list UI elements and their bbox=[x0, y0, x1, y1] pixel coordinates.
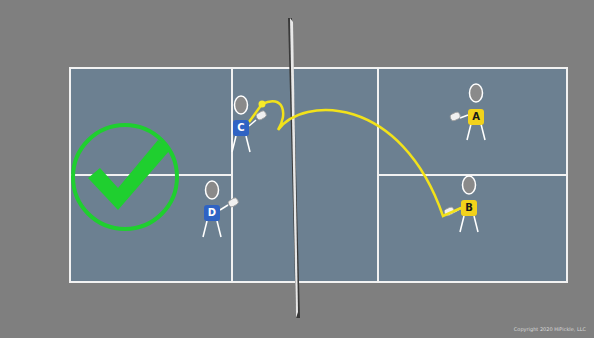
copyright-note: Copyright 2020 HiPickle, LLC bbox=[514, 326, 586, 332]
player-shirt: B bbox=[461, 200, 477, 216]
player-figures bbox=[203, 84, 485, 237]
player-letter: C bbox=[237, 123, 244, 133]
player-letter: A bbox=[472, 112, 480, 122]
player-letter: D bbox=[208, 208, 216, 218]
net bbox=[288, 18, 300, 318]
player-shirt: C bbox=[233, 120, 249, 136]
checkmark bbox=[73, 125, 177, 229]
ball bbox=[259, 101, 266, 108]
ball-trajectory bbox=[249, 101, 461, 216]
player-shirt: A bbox=[468, 109, 484, 125]
paddles bbox=[227, 110, 461, 217]
player-letter: B bbox=[465, 203, 473, 213]
player-shirt: D bbox=[204, 205, 220, 221]
center-line bbox=[378, 174, 567, 176]
court bbox=[70, 68, 567, 282]
